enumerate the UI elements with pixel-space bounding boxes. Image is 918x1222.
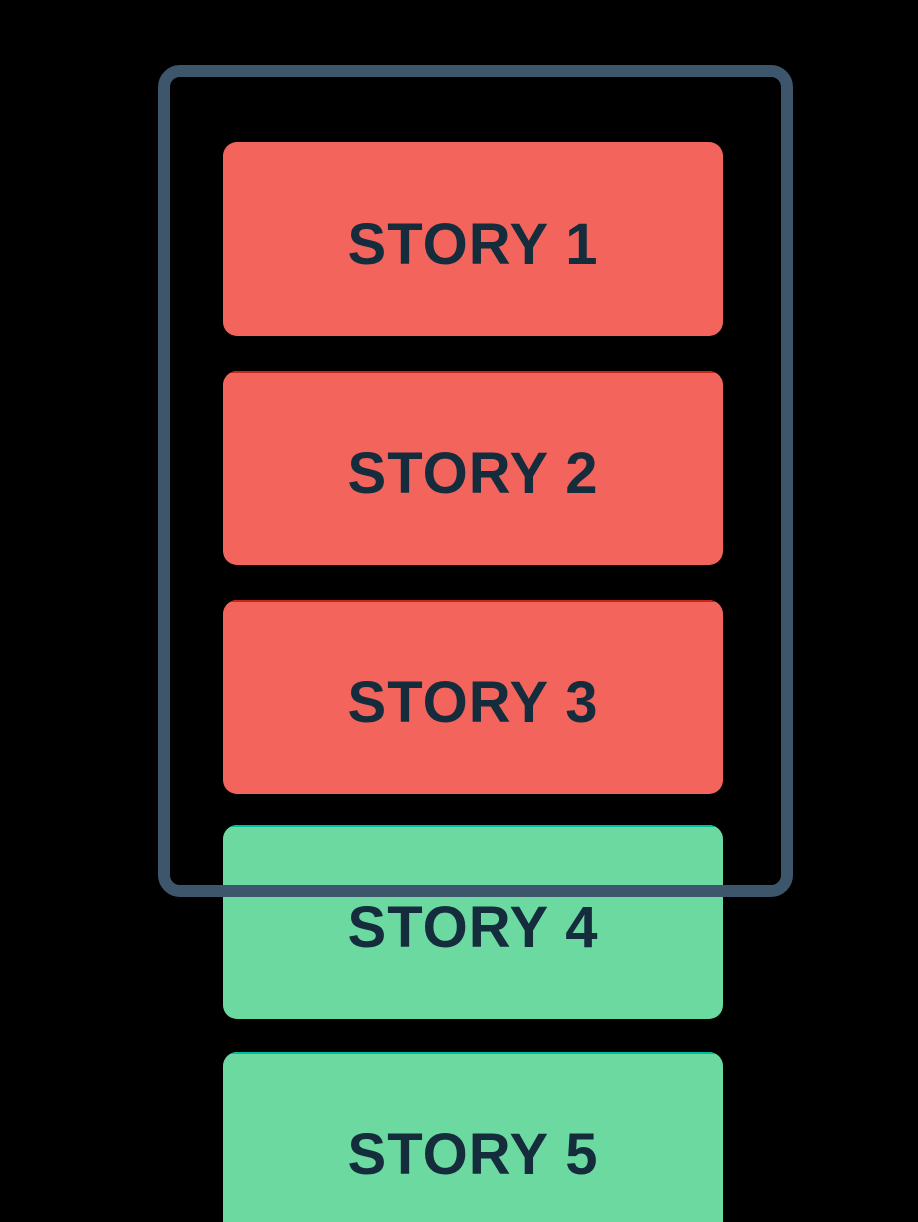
- card-top-edge: [223, 1052, 723, 1054]
- card-top-edge: [223, 825, 723, 827]
- story-card-label: STORY 5: [347, 1121, 599, 1187]
- story-card-5: STORY 5: [223, 1052, 723, 1222]
- iteration-boundary-frame: [158, 65, 793, 897]
- story-card-label: STORY 1: [347, 211, 599, 277]
- story-card-2: STORY 2: [223, 371, 723, 565]
- story-card-label: STORY 2: [347, 440, 599, 506]
- card-top-edge: [223, 600, 723, 602]
- story-card-3: STORY 3: [223, 600, 723, 794]
- story-card-label: STORY 3: [347, 669, 599, 735]
- story-card-label: STORY 4: [347, 894, 599, 960]
- card-top-edge: [223, 371, 723, 373]
- story-card-4: STORY 4: [223, 825, 723, 1019]
- story-card-1: STORY 1: [223, 142, 723, 336]
